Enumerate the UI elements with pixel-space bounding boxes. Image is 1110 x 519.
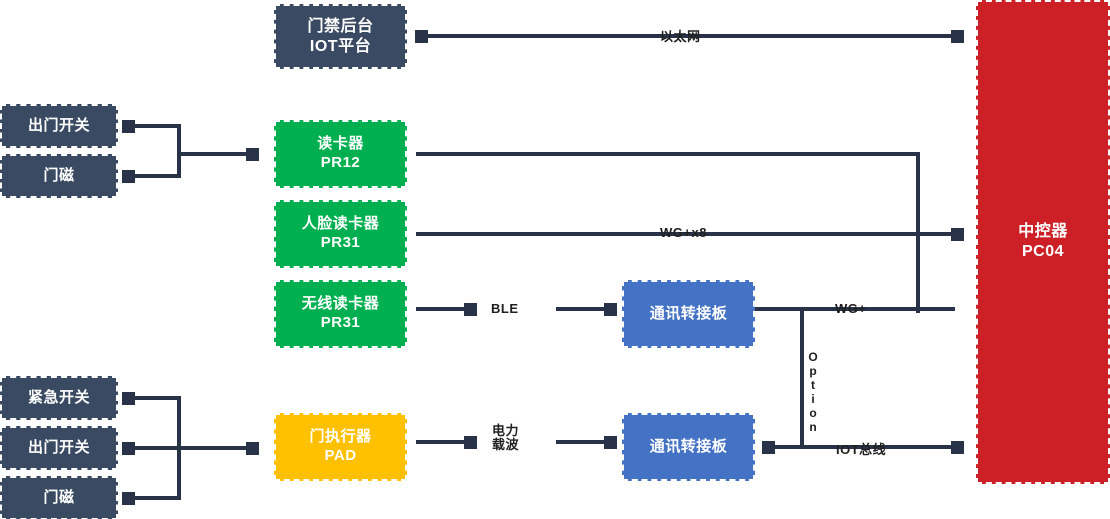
node-exit-switch-bottom-label: 出门开关 (27, 438, 90, 456)
connector-endpoint-face-reader-right (951, 228, 964, 241)
node-door-magnet-top[interactable]: 门磁 (0, 154, 118, 198)
node-exit-switch-bottom[interactable]: 出门开关 (0, 426, 118, 470)
node-wireless-reader-line1: 无线读卡器 (301, 295, 380, 313)
connector-line-iot-bus (770, 445, 952, 449)
link-label-wg-ex8: WG+x8 (660, 225, 707, 240)
connector-bus-vertical-top (177, 124, 181, 178)
connector-line-door-magnet-top (131, 174, 181, 178)
connector-endpoint-iot-bus-left (762, 441, 775, 454)
connector-endpoint-plc-right (604, 436, 617, 449)
link-label-power-line-carrier: 电力 载波 (492, 424, 519, 451)
link-label-iot-bus: IOT总线 (836, 442, 887, 457)
node-emergency-switch-label: 紧急开关 (27, 388, 90, 406)
node-door-magnet-bottom[interactable]: 门磁 (0, 476, 118, 519)
connector-endpoint-ble-right (604, 303, 617, 316)
connector-endpoint-iot-bus-right (951, 441, 964, 454)
node-door-magnet-top-label: 门磁 (43, 166, 75, 184)
connector-endpoint-ethernet-right (951, 30, 964, 43)
connector-line-ble-to-adapter (556, 307, 606, 311)
connector-endpoint-door-actuator-input (246, 442, 259, 455)
node-central-controller-line2: PC04 (1021, 243, 1065, 260)
node-emergency-switch[interactable]: 紧急开关 (0, 376, 118, 420)
connector-line-exit-switch-top (131, 124, 181, 128)
node-exit-switch-top-label: 出门开关 (27, 116, 90, 134)
connector-line-door-magnet-bottom (131, 496, 181, 500)
link-label-option: Option (806, 350, 820, 434)
node-adapter-board-top-label: 通讯转接板 (649, 304, 728, 322)
connector-line-emergency-switch (131, 396, 181, 400)
node-adapter-board-bottom[interactable]: 通讯转接板 (622, 413, 755, 481)
node-iot-platform-line2: IOT平台 (309, 37, 372, 55)
node-door-actuator-line2: PAD (324, 447, 357, 464)
node-face-reader-line2: PR31 (320, 234, 361, 251)
connector-line-wireless-reader-out (416, 307, 466, 311)
node-face-reader[interactable]: 人脸读卡器 PR31 (274, 200, 407, 268)
link-label-ethernet: 以太网 (660, 29, 701, 44)
connector-line-option-trunk (800, 307, 804, 447)
connector-endpoint-door-magnet-top (122, 170, 135, 183)
connector-line-ethernet (424, 34, 963, 38)
node-adapter-board-top[interactable]: 通讯转接板 (622, 280, 755, 348)
node-exit-switch-top[interactable]: 出门开关 (0, 104, 118, 148)
node-adapter-board-bottom-label: 通讯转接板 (649, 437, 728, 455)
node-door-actuator[interactable]: 门执行器 PAD (274, 413, 407, 481)
connector-endpoint-door-magnet-bottom (122, 492, 135, 505)
node-central-controller-line1: 中控器 (1018, 223, 1068, 240)
connector-endpoint-exit-switch-bottom (122, 442, 135, 455)
connector-line-exit-switch-bottom (131, 446, 181, 450)
node-iot-platform[interactable]: 门禁后台 IOT平台 (274, 4, 407, 69)
node-wireless-reader[interactable]: 无线读卡器 PR31 (274, 280, 407, 348)
connector-endpoint-plc-left (464, 436, 477, 449)
node-door-actuator-line1: 门执行器 (309, 428, 372, 446)
connector-line-plc-to-adapter (556, 440, 606, 444)
link-label-plc-line1: 电力 (492, 423, 520, 438)
connector-line-face-reader (416, 232, 956, 236)
connector-line-to-door-actuator (177, 446, 255, 450)
link-label-ble: BLE (491, 301, 519, 316)
connector-line-to-card-reader (177, 152, 255, 156)
node-central-controller[interactable]: 中控器 PC04 (976, 0, 1110, 484)
connector-line-card-reader-out (416, 152, 920, 156)
node-wireless-reader-line2: PR31 (320, 314, 361, 331)
connector-line-actuator-out (416, 440, 466, 444)
connector-endpoint-emergency-switch (122, 392, 135, 405)
link-label-wg-plus: WG+ (835, 301, 867, 316)
node-card-reader-line2: PR12 (320, 154, 361, 171)
link-label-plc-line2: 载波 (492, 436, 520, 452)
node-card-reader-line1: 读卡器 (317, 135, 364, 153)
connector-endpoint-ble-left (464, 303, 477, 316)
node-door-magnet-bottom-label: 门磁 (43, 488, 75, 506)
node-iot-platform-line1: 门禁后台 (307, 17, 374, 35)
connector-endpoint-ethernet-left (415, 30, 428, 43)
node-face-reader-line1: 人脸读卡器 (301, 215, 380, 233)
node-card-reader[interactable]: 读卡器 PR12 (274, 120, 407, 188)
connector-endpoint-card-reader-input (246, 148, 259, 161)
connector-endpoint-exit-switch-top (122, 120, 135, 133)
connector-line-adapter-top-out (755, 307, 955, 311)
